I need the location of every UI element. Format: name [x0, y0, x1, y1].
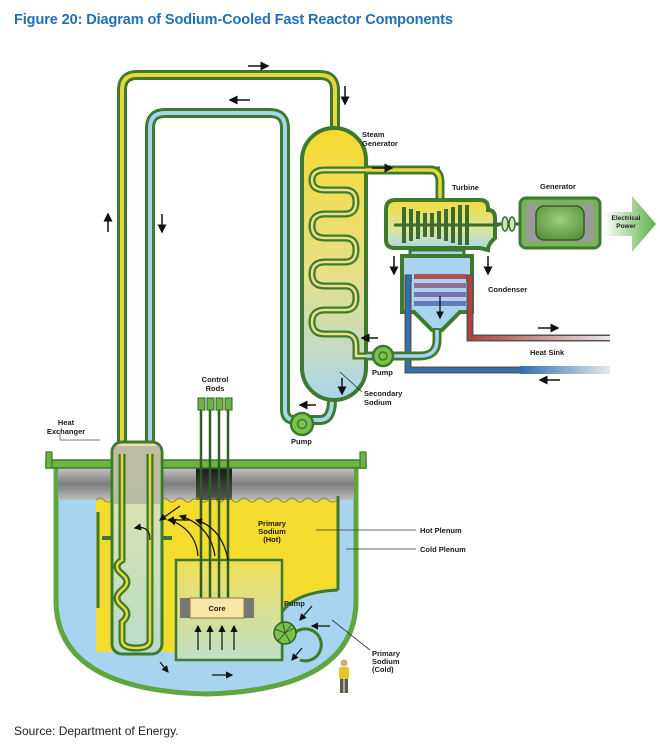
hot-intermediate-pipe [117, 70, 340, 470]
primary-sodium-cold-label-2: Sodium [372, 657, 400, 666]
secondary-sodium-label-2: Sodium [364, 398, 392, 407]
intermediate-pump-label: Pump [291, 437, 312, 446]
condenser-label: Condenser [488, 285, 527, 294]
primary-pump [273, 605, 330, 663]
electrical-power-label-1: Electrical [612, 215, 641, 222]
hot-pool-flow-arrows [133, 505, 238, 679]
heat-sink-label: Heat Sink [530, 348, 565, 357]
figure-title: Figure 20: Diagram of Sodium-Cooled Fast… [14, 12, 453, 28]
cold-plenum-label: Cold Plenum [420, 545, 466, 554]
steam-generator [300, 126, 440, 402]
figure-source: Source: Department of Energy. [14, 724, 179, 738]
steam-pipe [366, 163, 445, 198]
primary-sodium-hot-label-2: Sodium [258, 527, 286, 536]
primary-sodium-cold-label-3: (Cold) [372, 665, 394, 674]
leader-line [331, 619, 371, 651]
secondary-loop-pump [371, 344, 395, 368]
turbine-label: Turbine [452, 183, 479, 192]
primary-sodium-cold-label-1: Primary [372, 649, 401, 658]
generator [518, 196, 602, 250]
control-rods-label-2: Rods [206, 384, 225, 393]
cold-intermediate-pipe [145, 108, 337, 470]
steam-generator-label-2: Generator [362, 139, 398, 148]
electrical-power-label-2: Power [616, 223, 636, 230]
control-rods-label-1: Control [202, 375, 229, 384]
heat-exchanger-label-1: Heat [58, 418, 75, 427]
reactor-core [180, 597, 254, 619]
secondary-pump-label: Pump [372, 368, 393, 377]
leader-line [339, 371, 363, 393]
secondary-sodium-label-1: Secondary [364, 389, 403, 398]
primary-sodium-hot-label-3: (Hot) [263, 535, 281, 544]
control-rods [197, 397, 233, 608]
primary-sodium-hot-label-1: Primary [258, 519, 287, 528]
person-scale-icon [339, 659, 349, 693]
hot-plenum-label: Hot Plenum [420, 526, 462, 535]
condensate-return-pipe [366, 330, 442, 361]
intermediate-loop-pump [289, 411, 315, 437]
heat-sink-pipes [404, 274, 610, 385]
electrical-power-arrow [603, 196, 656, 252]
steam-generator-label-1: Steam [362, 130, 385, 139]
primary-pump-label: Pump [284, 599, 305, 608]
reactor-vessel [45, 451, 367, 697]
intermediate-heat-exchanger [102, 440, 172, 656]
heat-exchanger-label-2: Exchanger [47, 427, 85, 436]
flow-arrows-intermediate [103, 61, 350, 410]
core-label: Core [208, 604, 225, 613]
generator-label: Generator [540, 182, 576, 191]
